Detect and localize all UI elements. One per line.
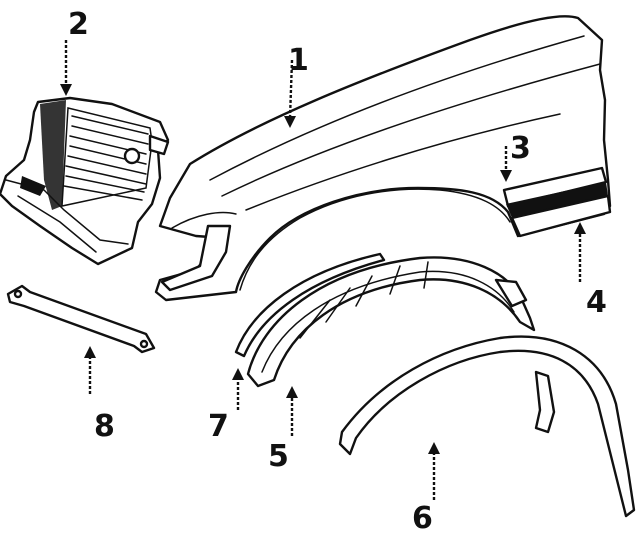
leader-lines bbox=[60, 40, 586, 500]
liner-seal-part bbox=[234, 252, 386, 358]
fender-liner-part bbox=[246, 256, 536, 388]
callout-2: 2 bbox=[68, 7, 89, 42]
headlamp-bracket-part bbox=[0, 96, 170, 266]
wheel-arch-trim-part bbox=[338, 335, 636, 518]
molding-parts bbox=[502, 166, 612, 238]
fender-part bbox=[154, 15, 612, 302]
callout-1: 1 bbox=[288, 43, 309, 78]
callout-5: 5 bbox=[268, 439, 289, 474]
callout-labels: 1 2 3 4 5 6 7 8 bbox=[68, 7, 607, 536]
callout-6: 6 bbox=[412, 501, 433, 536]
support-bracket-part bbox=[6, 284, 156, 354]
callout-3: 3 bbox=[510, 131, 531, 166]
callout-7: 7 bbox=[208, 409, 229, 444]
callout-4: 4 bbox=[586, 285, 607, 320]
grille-slats bbox=[63, 115, 149, 201]
callout-8: 8 bbox=[94, 409, 115, 444]
